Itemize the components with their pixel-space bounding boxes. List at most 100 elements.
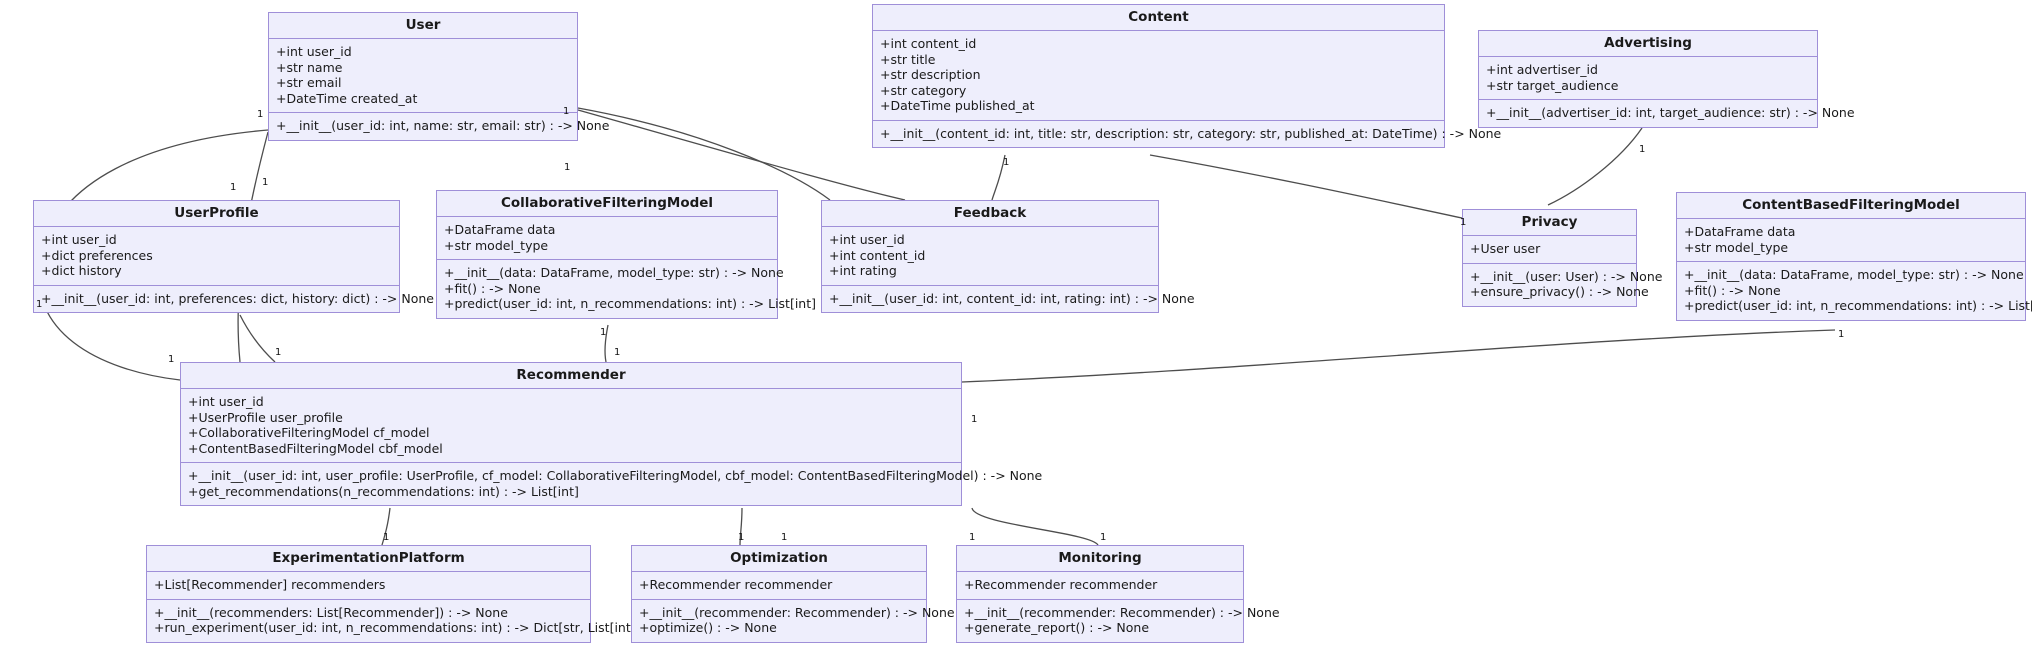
class-box-optimization[interactable]: Optimization +Recommender recommender +_…: [631, 545, 955, 643]
method: +__init__(recommender: Recommender) : ->…: [639, 604, 955, 620]
class-box-advertising[interactable]: Advertising +int advertiser_id +str targ…: [1478, 30, 1855, 128]
attribute: +DateTime created_at: [276, 90, 418, 106]
attribute: +str title: [880, 51, 936, 67]
edge-recommender-cbfmodel: [961, 329, 1836, 383]
method: +__init__(data: DataFrame, model_type: s…: [444, 265, 784, 280]
class-methods-optimization: +__init__(recommender: Recommender) : ->…: [632, 600, 955, 642]
method: +fit() : -> None: [444, 280, 541, 296]
class-box-experimentationplatform[interactable]: ExperimentationPlatform +List[Recommende…: [146, 545, 641, 643]
class-methods-collaborativefilteringmodel: +__init__(data: DataFrame, model_type: s…: [437, 260, 817, 318]
attribute: +int user_id: [276, 44, 352, 59]
attribute: +str model_type: [1684, 239, 1789, 255]
edge-userprofile-recommender: [239, 314, 276, 363]
method: +ensure_privacy() : -> None: [1470, 284, 1649, 299]
edge-advertising-privacy: [1547, 127, 1643, 206]
class-box-user[interactable]: User +int user_id +str name +str email +…: [268, 12, 610, 141]
class-title-contentbasedfilteringmodel: ContentBasedFilteringModel: [1677, 193, 2025, 219]
class-attributes-content: +int content_id +str title +str descript…: [873, 31, 1444, 121]
class-methods-recommender: +__init__(user_id: int, user_profile: Us…: [181, 463, 1042, 505]
class-title-recommender: Recommender: [181, 363, 961, 389]
multiplicity-label: 1: [738, 532, 745, 543]
method: +__init__(content_id: int, title: str, d…: [880, 125, 1502, 141]
attribute: +str name: [276, 59, 343, 75]
class-methods-experimentationplatform: +__init__(recommenders: List[Recommender…: [147, 600, 641, 642]
method: +run_experiment(user_id: int, n_recommen…: [154, 620, 641, 635]
multiplicity-label: 1: [971, 414, 978, 425]
multiplicity-label: 1: [383, 532, 390, 543]
attribute: +int content_id: [829, 247, 926, 263]
attribute: +DateTime published_at: [880, 98, 1035, 113]
multiplicity-label: 1: [262, 177, 269, 188]
class-attributes-user: +int user_id +str name +str email +DateT…: [269, 39, 577, 113]
multiplicity-label: 1: [168, 354, 175, 365]
class-attributes-contentbasedfilteringmodel: +DataFrame data +str model_type: [1677, 219, 2025, 262]
class-title-userprofile: UserProfile: [34, 201, 399, 227]
attribute: +List[Recommender] recommenders: [154, 577, 386, 592]
multiplicity-label: 1: [600, 327, 607, 338]
class-methods-advertising: +__init__(advertiser_id: int, target_aud…: [1479, 100, 1855, 127]
multiplicity-label: 1: [969, 532, 976, 543]
edge-recommender-monitoring: [971, 507, 1099, 546]
class-attributes-collaborativefilteringmodel: +DataFrame data +str model_type: [437, 217, 777, 260]
class-box-userprofile[interactable]: UserProfile +int user_id +dict preferenc…: [33, 200, 434, 313]
edge-user-feedback: [577, 109, 906, 201]
attribute: +CollaborativeFilteringModel cf_model: [188, 425, 430, 440]
class-title-advertising: Advertising: [1479, 31, 1817, 57]
class-title-collaborativefilteringmodel: CollaborativeFilteringModel: [437, 191, 777, 217]
class-box-contentbasedfilteringmodel[interactable]: ContentBasedFilteringModel +DataFrame da…: [1676, 192, 2032, 321]
attribute: +str model_type: [444, 237, 549, 253]
multiplicity-label: 1: [230, 182, 237, 193]
class-attributes-monitoring: +Recommender recommender: [957, 572, 1243, 600]
attribute: +Recommender recommender: [639, 577, 833, 592]
class-title-optimization: Optimization: [632, 546, 926, 572]
method: +__init__(data: DataFrame, model_type: s…: [1684, 267, 2024, 282]
method: +get_recommendations(n_recommendations: …: [188, 483, 579, 499]
class-box-collaborativefilteringmodel[interactable]: CollaborativeFilteringModel +DataFrame d…: [436, 190, 817, 319]
method: +__init__(advertiser_id: int, target_aud…: [1486, 105, 1855, 120]
method: +generate_report() : -> None: [964, 620, 1150, 635]
class-methods-user: +__init__(user_id: int, name: str, email…: [269, 113, 610, 140]
class-box-monitoring[interactable]: Monitoring +Recommender recommender +__i…: [956, 545, 1280, 643]
multiplicity-label: 1: [614, 347, 621, 358]
method: +__init__(recommender: Recommender) : ->…: [964, 604, 1280, 620]
attribute: +int advertiser_id: [1486, 62, 1598, 77]
class-methods-userprofile: +__init__(user_id: int, preferences: dic…: [34, 286, 434, 313]
class-attributes-privacy: +User user: [1463, 236, 1636, 264]
class-methods-privacy: +__init__(user: User) : -> None +ensure_…: [1463, 264, 1663, 306]
edge-content-privacy: [1149, 154, 1463, 219]
attribute: +int user_id: [829, 232, 905, 247]
class-attributes-experimentationplatform: +List[Recommender] recommenders: [147, 572, 590, 600]
multiplicity-label: 1: [1100, 532, 1107, 543]
method: +__init__(user: User) : -> None: [1470, 268, 1663, 284]
multiplicity-label: 1: [1838, 329, 1845, 340]
multiplicity-label: 1: [1639, 144, 1646, 155]
attribute: +dict preferences: [41, 247, 153, 263]
method: +predict(user_id: int, n_recommendations…: [444, 296, 817, 311]
attribute: +User user: [1470, 241, 1541, 256]
attribute: +str email: [276, 75, 342, 90]
multiplicity-label: 1: [36, 299, 43, 310]
class-box-feedback[interactable]: Feedback +int user_id +int content_id +i…: [821, 200, 1195, 313]
attribute: +str description: [880, 67, 981, 82]
class-methods-feedback: +__init__(user_id: int, content_id: int,…: [822, 286, 1195, 313]
multiplicity-label: 1: [564, 162, 571, 173]
class-box-privacy[interactable]: Privacy +User user +__init__(user: User)…: [1462, 209, 1663, 307]
method: +__init__(recommenders: List[Recommender…: [154, 604, 508, 620]
class-box-content[interactable]: Content +int content_id +str title +str …: [872, 4, 1502, 148]
class-title-experimentationplatform: ExperimentationPlatform: [147, 546, 590, 572]
class-title-user: User: [269, 13, 577, 39]
attribute: +int user_id: [188, 394, 264, 409]
class-attributes-advertising: +int advertiser_id +str target_audience: [1479, 57, 1817, 100]
class-attributes-recommender: +int user_id +UserProfile user_profile +…: [181, 389, 961, 463]
class-title-privacy: Privacy: [1463, 210, 1636, 236]
multiplicity-label: 1: [275, 347, 282, 358]
multiplicity-label: 1: [257, 109, 264, 120]
class-methods-content: +__init__(content_id: int, title: str, d…: [873, 121, 1502, 148]
attribute: +str target_audience: [1486, 77, 1619, 93]
method: +__init__(user_id: int, name: str, email…: [276, 118, 610, 133]
method: +__init__(user_id: int, content_id: int,…: [829, 290, 1195, 306]
class-attributes-userprofile: +int user_id +dict preferences +dict his…: [34, 227, 399, 286]
class-box-recommender[interactable]: Recommender +int user_id +UserProfile us…: [180, 362, 1042, 506]
class-title-monitoring: Monitoring: [957, 546, 1243, 572]
